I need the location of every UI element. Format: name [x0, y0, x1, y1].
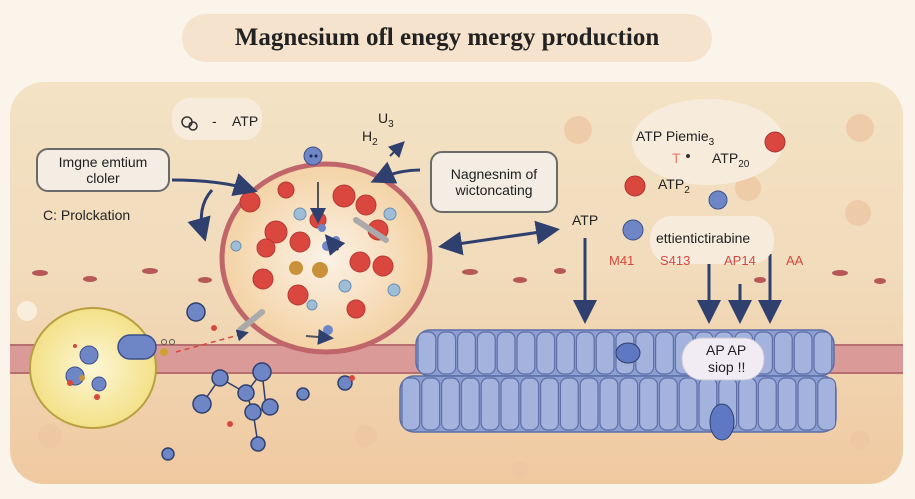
channel-unit	[654, 331, 674, 375]
channel-unit	[793, 331, 813, 375]
atp-label-top-left: ATP	[232, 113, 259, 129]
red-label-s413: S413	[660, 253, 691, 268]
ettient-label: ettientictirabine	[656, 230, 751, 246]
atp-label-mid: ATP	[572, 212, 599, 228]
red-label-aa: AA	[786, 253, 804, 268]
channel-unit	[401, 377, 421, 431]
atp2-text: ATP	[658, 176, 685, 192]
h2-text: H	[362, 128, 373, 144]
channel-unit	[496, 331, 516, 375]
siop-label: siop !!	[708, 359, 746, 375]
diagram-title: Magnesium ofl enegy mergy production	[234, 24, 660, 51]
channel-unit	[817, 377, 837, 431]
channel-unit	[480, 377, 500, 431]
atp-pieme-sub: 3	[708, 136, 715, 148]
magnesium-box: Imgne emtium cloler	[36, 148, 170, 192]
dash-label: -	[212, 113, 217, 129]
channel-unit	[595, 331, 615, 375]
atp-cloud-right	[632, 99, 784, 185]
magnesium-mito-box: Nagnesnim of wictoncating	[430, 151, 558, 213]
atp-circles-icon	[181, 116, 198, 131]
red-label-ap14: AP14	[724, 253, 756, 268]
molecule-network	[161, 302, 353, 461]
membrane-speckles	[32, 268, 886, 284]
channel-unit	[476, 331, 496, 375]
channel-unit	[520, 377, 540, 431]
atp20-text: ATP	[712, 150, 739, 166]
channel-unit	[579, 377, 599, 431]
prolckation-label: C: Prolckation	[43, 207, 131, 223]
channel-unit	[500, 377, 520, 431]
vesicle	[29, 307, 157, 429]
atp-right-circles	[622, 131, 786, 241]
channel-unit	[599, 377, 619, 431]
channel-unit	[417, 331, 437, 375]
channel-unit	[539, 377, 559, 431]
channel-unit	[638, 377, 658, 431]
channel-unit	[457, 331, 477, 375]
atp20-sub: 20	[738, 158, 750, 170]
t-mark: T	[672, 150, 681, 166]
background-spots	[17, 114, 874, 478]
atp-pieme-label: ATP Piemie3	[636, 128, 714, 148]
magnesium-capsule	[117, 325, 249, 360]
mg-ion-top	[303, 146, 323, 166]
red-label-m41: M41	[609, 253, 635, 268]
channel-unit	[441, 377, 461, 431]
atp2-label: ATP2	[658, 176, 690, 196]
channel-unit	[559, 377, 579, 431]
channel-unit	[757, 377, 777, 431]
small-arrow	[387, 141, 405, 159]
ap-ap-label: AP AP	[706, 342, 747, 358]
channel-unit	[437, 331, 457, 375]
channel-unit	[773, 331, 793, 375]
channel-unit	[777, 377, 797, 431]
channel-unit	[619, 377, 639, 431]
atp-dot	[349, 375, 355, 381]
channel-unit	[460, 377, 480, 431]
h2-sub: 2	[372, 136, 378, 148]
atp-dot	[227, 421, 233, 427]
channel-unit	[575, 331, 595, 375]
channel-features	[615, 337, 765, 441]
channel-unit	[555, 331, 575, 375]
channel-unit	[797, 377, 817, 431]
atp-pieme-text: ATP Piemie	[636, 128, 709, 144]
channel-unit	[813, 331, 833, 375]
channel-unit	[658, 377, 678, 431]
atp2-sub: 2	[684, 184, 690, 196]
u3-text: U	[378, 110, 389, 126]
channel-unit	[536, 331, 556, 375]
u3-sub: 3	[388, 118, 394, 130]
title-banner: Magnesium ofl enegy mergy production	[182, 14, 712, 62]
mitochondrion	[219, 161, 433, 355]
ettient-cloud	[650, 216, 774, 264]
channel-unit	[516, 331, 536, 375]
h2-label: H2	[362, 128, 378, 148]
channel-unit	[421, 377, 441, 431]
channel-unit	[678, 377, 698, 431]
channel-unit	[737, 377, 757, 431]
atp20-label: ATP20	[712, 150, 749, 170]
flow-arrows	[171, 161, 782, 324]
u3-label: U3	[378, 110, 394, 130]
